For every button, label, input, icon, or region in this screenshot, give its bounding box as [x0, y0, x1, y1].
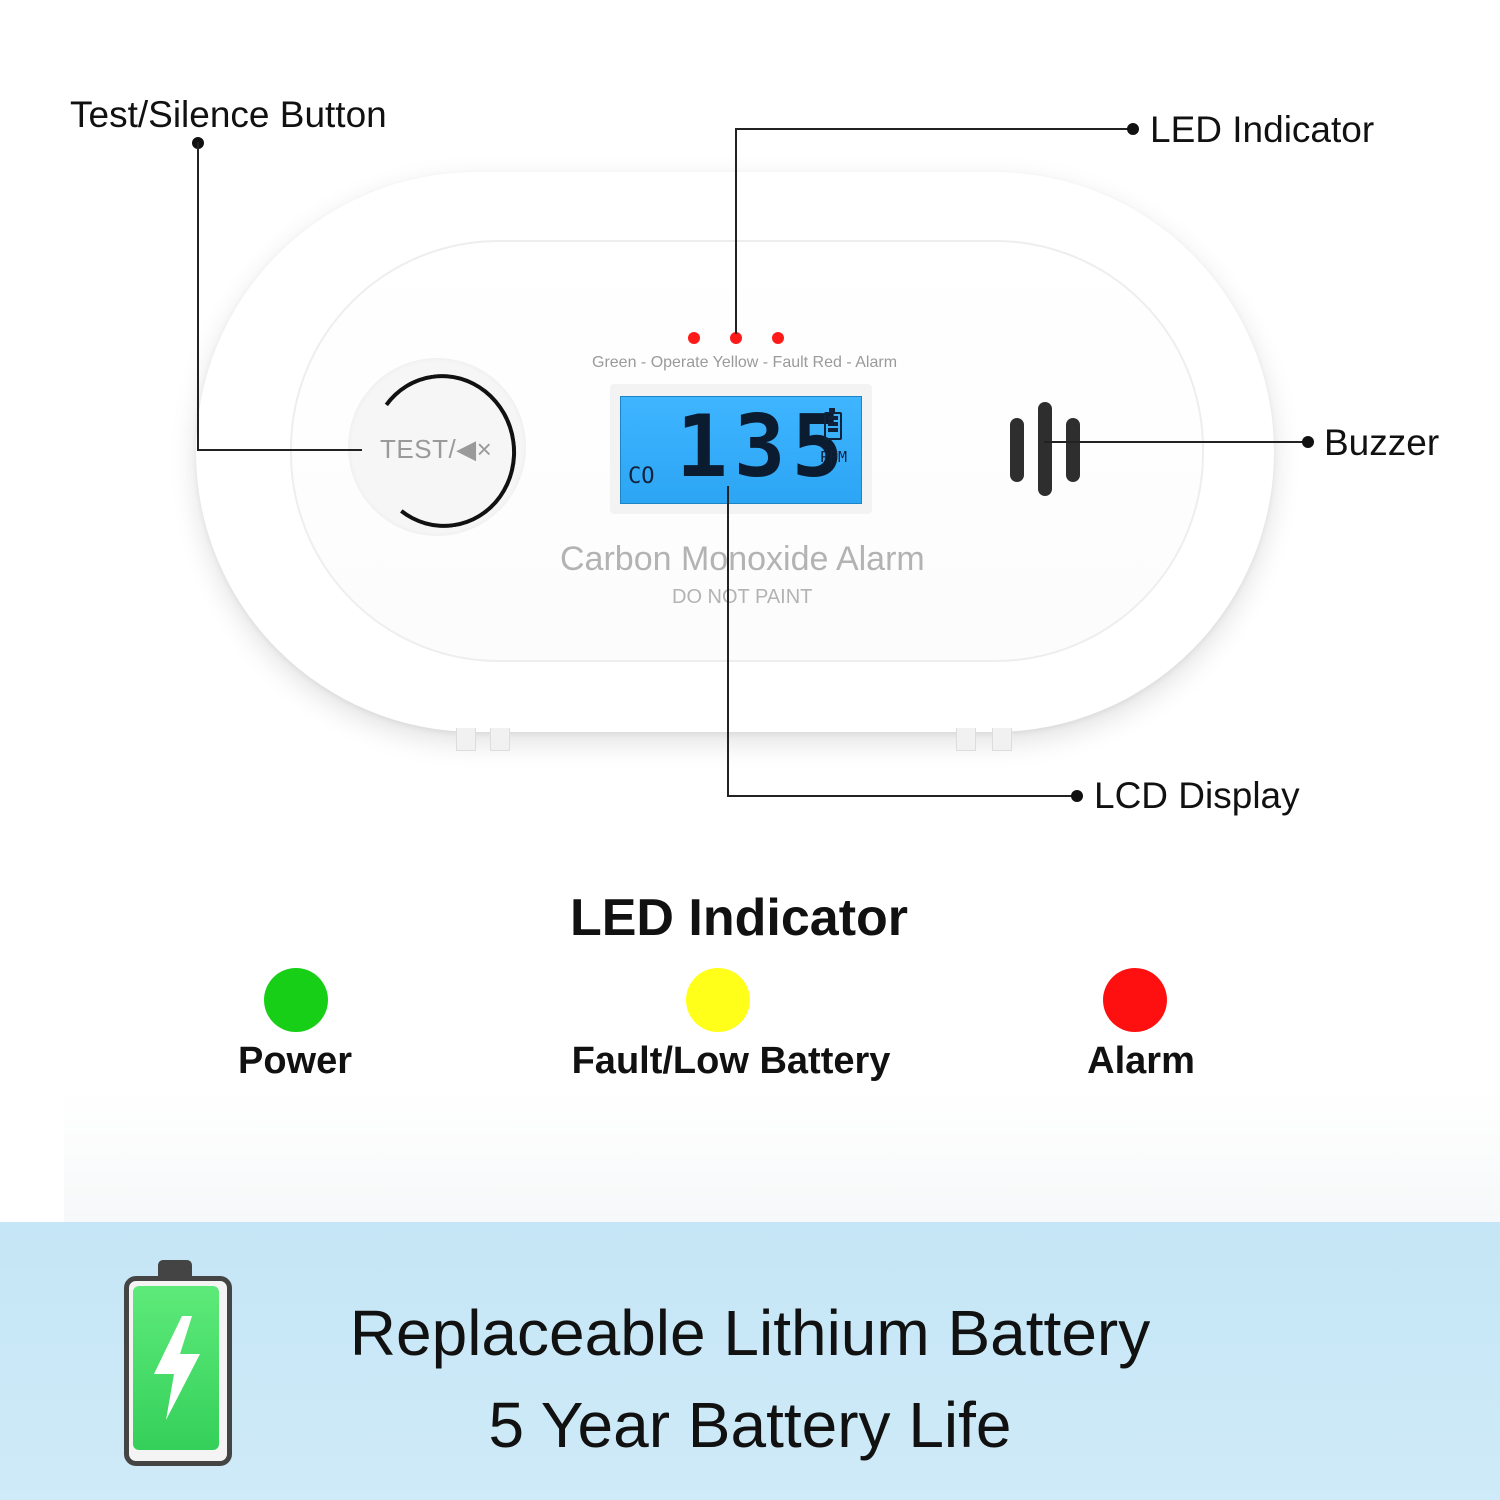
buzzer-slot — [1010, 418, 1024, 482]
callout-line — [197, 449, 362, 451]
section-fade — [64, 1090, 1500, 1222]
lcd-display — [620, 396, 862, 504]
lcd-battery-icon — [824, 408, 842, 440]
led-fault-label: Fault/Low Battery — [571, 1040, 891, 1082]
led-dot-red — [772, 332, 784, 344]
callout-line — [727, 486, 729, 796]
test-button-label: TEST/◀× — [380, 434, 493, 464]
lcd-unit-label: PPM — [820, 448, 848, 466]
callout-lcd-display: LCD Display — [1094, 775, 1300, 816]
led-dot-green — [688, 332, 700, 344]
led-legend-text: Green - Operate Yellow - Fault Red - Ala… — [592, 354, 898, 371]
buzzer-slot — [1066, 418, 1080, 482]
led-power-indicator — [264, 968, 328, 1032]
callout-buzzer: Buzzer — [1324, 422, 1440, 463]
device-foot — [456, 728, 476, 751]
led-power-label: Power — [237, 1040, 353, 1082]
battery-cap — [158, 1260, 192, 1278]
led-alarm-indicator — [1103, 968, 1167, 1032]
lightning-bolt-icon — [154, 1316, 200, 1420]
callout-dot — [1302, 436, 1314, 448]
buzzer-slot — [1038, 402, 1052, 496]
callout-led-indicator: LED Indicator — [1150, 109, 1375, 150]
led-dot-yellow — [730, 332, 742, 344]
device-warning: DO NOT PAINT — [672, 586, 813, 608]
callout-line — [735, 128, 737, 334]
lcd-gas-label: CO — [628, 464, 655, 489]
led-section-title: LED Indicator — [569, 889, 909, 947]
device-name: Carbon Monoxide Alarm — [560, 540, 925, 578]
device-foot — [992, 728, 1012, 751]
banner-subline: 5 Year Battery Life — [488, 1389, 1012, 1461]
test-silence-button[interactable] — [348, 358, 526, 536]
callout-dot — [1127, 123, 1139, 135]
device-foot — [956, 728, 976, 751]
battery-banner — [0, 1222, 1500, 1500]
led-fault-indicator — [686, 968, 750, 1032]
callout-line — [735, 128, 1131, 130]
callout-dot — [1071, 790, 1083, 802]
lcd-ppm-value: 135 — [676, 397, 850, 497]
callout-line — [727, 795, 1075, 797]
led-alarm-label: Alarm — [1087, 1040, 1195, 1082]
callout-test-silence-button: Test/Silence Button — [70, 94, 387, 135]
callout-line — [1044, 441, 1306, 443]
callout-line — [197, 142, 199, 450]
device-foot — [490, 728, 510, 751]
banner-headline: Replaceable Lithium Battery — [349, 1297, 1151, 1369]
